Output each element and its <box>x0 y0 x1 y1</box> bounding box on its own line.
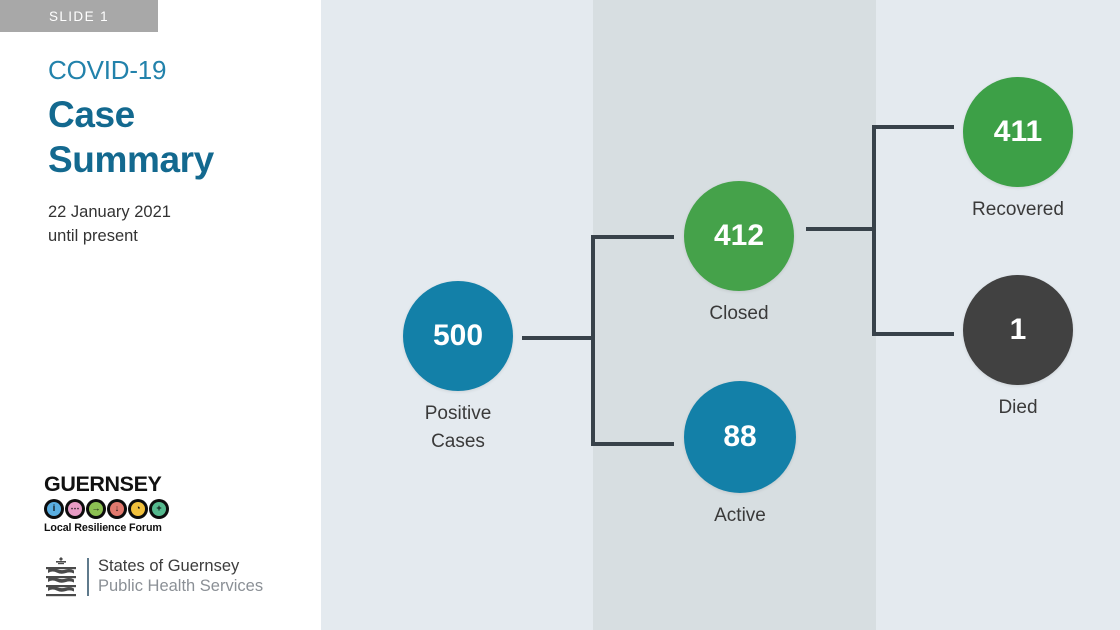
page-eyebrow: COVID-19 <box>48 55 167 85</box>
communication-icon-glyph: ⋯ <box>68 501 82 516</box>
connector-split-to-closed <box>591 235 674 239</box>
node-active-value: 88 <box>684 381 796 493</box>
page-title-line2: Summary <box>48 138 214 180</box>
connector-split-spine-left <box>591 235 595 446</box>
node-died-label: Died <box>998 397 1038 418</box>
node-positive-cases-label-line2: Cases <box>431 430 485 452</box>
arrow-right-icon: → <box>86 498 106 519</box>
plus-icon: + <box>149 498 169 519</box>
connector-closed-to-split <box>806 227 876 231</box>
node-recovered-label: Recovered <box>972 199 1064 220</box>
alert-icon-glyph: ↓ <box>110 501 124 516</box>
alert-icon: ↓ <box>107 498 127 519</box>
pie-slice-icon-glyph: ◔ <box>131 501 145 516</box>
grlf-tagline: Local Resilience Forum <box>44 521 162 534</box>
information-icon-glyph: i <box>47 501 61 516</box>
sog-org-name: States of Guernsey <box>98 557 240 576</box>
connector-split-to-died <box>872 332 954 336</box>
node-died: 1 Died <box>963 275 1073 422</box>
grlf-icon-row: i ⋯ → ↓ ◔ + <box>44 498 169 519</box>
node-recovered: 411 Recovered <box>963 77 1073 224</box>
background-panel-middle <box>593 0 876 630</box>
node-active: 88 Active <box>684 381 796 530</box>
connector-split-to-recovered <box>872 125 954 129</box>
date-range: 22 January 2021 until present <box>48 200 298 249</box>
date-range-line2: until present <box>48 227 138 246</box>
connector-split-to-active <box>591 442 674 446</box>
node-closed-label: Closed <box>709 303 769 324</box>
logo-area: GUERNSEY i ⋯ → ↓ ◔ + Local Resilience Fo… <box>44 472 304 598</box>
slide-badge: SLIDE 1 <box>0 0 158 32</box>
guernsey-coat-of-arms-icon <box>46 556 76 596</box>
sog-department-name: Public Health Services <box>98 576 264 595</box>
slide-badge-label: SLIDE 1 <box>48 8 110 24</box>
logo-divider <box>87 557 89 596</box>
node-recovered-value: 411 <box>963 77 1073 187</box>
node-positive-cases-label: Positive Cases <box>403 400 513 455</box>
node-closed: 412 Closed <box>684 181 794 328</box>
node-positive-cases: 500 Positive Cases <box>403 281 513 455</box>
grlf-wordmark: GUERNSEY <box>44 472 162 496</box>
connector-split-spine-right <box>872 125 876 336</box>
node-positive-cases-label-line1: Positive <box>424 403 492 424</box>
date-range-line1: 22 January 2021 <box>48 202 171 221</box>
node-died-value: 1 <box>963 275 1073 385</box>
connector-positive-to-split <box>522 336 594 340</box>
page-title-line1: Case <box>48 93 135 135</box>
title-block: COVID-19 Case Summary 22 January 2021 un… <box>48 55 298 249</box>
guernsey-local-resilience-forum-logo: GUERNSEY i ⋯ → ↓ ◔ + Local Resilience Fo… <box>44 472 169 534</box>
page-title: Case Summary <box>48 92 298 182</box>
node-active-label: Active <box>714 505 766 526</box>
arrow-right-icon-glyph: → <box>89 501 103 516</box>
node-closed-value: 412 <box>684 181 794 291</box>
states-of-guernsey-text: States of Guernsey Public Health Service… <box>98 557 263 596</box>
pie-slice-icon: ◔ <box>128 498 148 519</box>
node-positive-cases-value: 500 <box>403 281 513 391</box>
information-icon: i <box>44 498 64 519</box>
states-of-guernsey-logo: States of Guernsey Public Health Service… <box>44 556 304 598</box>
communication-icon: ⋯ <box>65 498 85 519</box>
plus-icon-glyph: + <box>152 501 166 516</box>
